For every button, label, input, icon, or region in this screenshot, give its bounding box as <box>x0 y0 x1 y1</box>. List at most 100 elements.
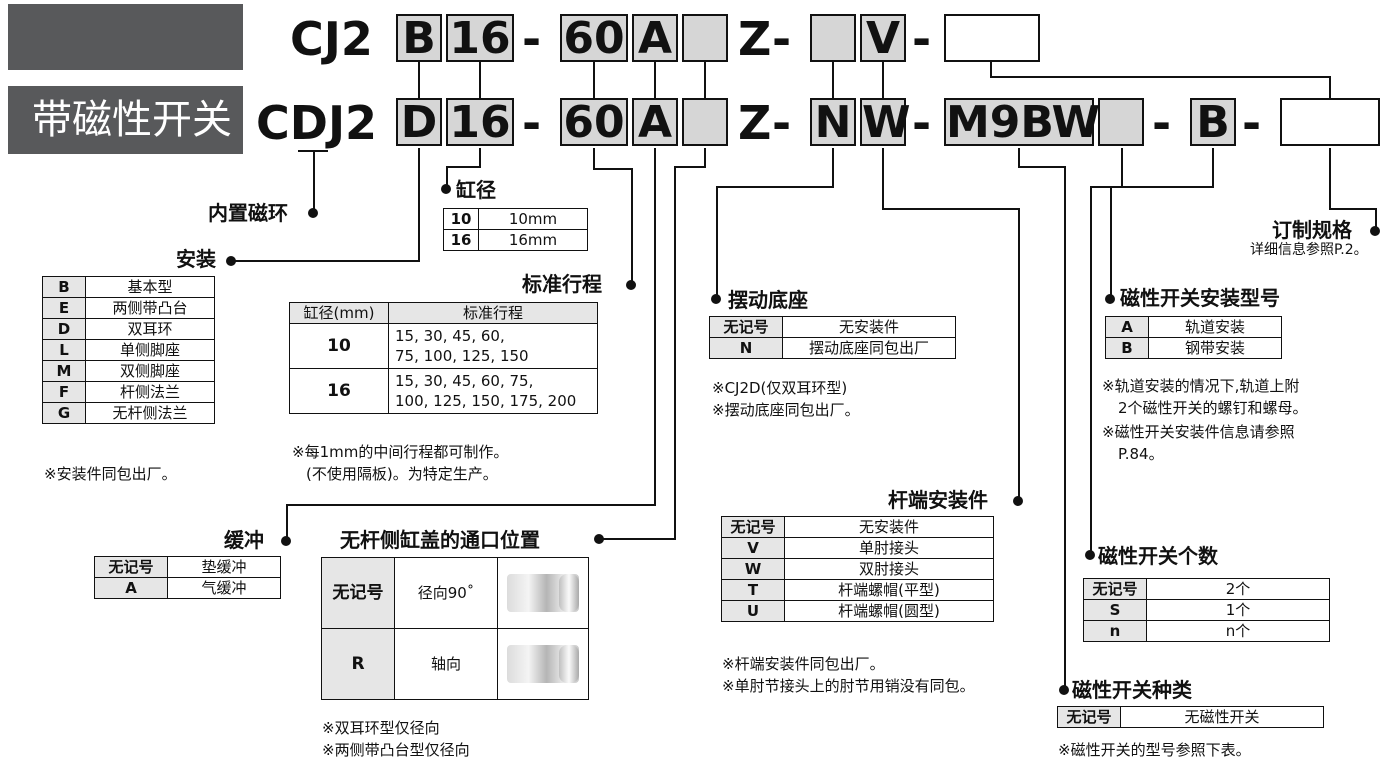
bore-title: 缸径 <box>456 178 496 202</box>
mounting-value: 单侧脚座 <box>85 339 215 361</box>
port-radial-image <box>497 557 589 629</box>
stroke-header: 标准行程 <box>388 302 598 324</box>
rod-end-note-2: ※单肘节接头上的肘节用销没有同包。 <box>722 677 975 695</box>
code-bottom-dash1: - <box>522 96 542 150</box>
rod-end-key: W <box>721 558 785 580</box>
mounting-key: F <box>42 381 86 403</box>
code-row-bottom: CDJ2 D 16 - 60 A Z - N W - M9BW - B - <box>0 98 1391 148</box>
code-bottom-cushion: A <box>632 98 678 146</box>
mounting-key: L <box>42 339 86 361</box>
mounting-value: 双耳环 <box>85 318 215 340</box>
code-bottom-dash5: - <box>1242 96 1262 150</box>
code-top-bore: 16 <box>446 14 514 62</box>
pivot-note-2: ※摆动底座同包出厂。 <box>712 401 860 419</box>
leader-dot <box>281 536 291 546</box>
switch-mount-value: 钢带安装 <box>1148 337 1282 359</box>
connector <box>990 76 1331 78</box>
leader-dot <box>1013 496 1023 506</box>
rod-end-value: 单肘接头 <box>784 537 994 559</box>
port-value: 轴向 <box>394 628 498 700</box>
connector <box>832 148 834 188</box>
connector <box>1329 148 1331 210</box>
mounting-key: G <box>42 402 86 424</box>
leader-dot <box>711 294 721 304</box>
code-bottom-dash2: - <box>772 96 792 150</box>
connector <box>446 166 448 188</box>
stroke-values: 15, 30, 45, 60, <box>395 327 505 345</box>
code-bottom-rod-end: W <box>860 97 911 148</box>
code-bottom-mount: D <box>396 98 442 146</box>
stroke-values: 15, 30, 45, 60, 75, <box>395 372 534 390</box>
stroke-bore: 16 <box>289 368 389 414</box>
code-bottom-switch-qty <box>1098 98 1144 146</box>
switch-qty-value: 1个 <box>1146 599 1330 621</box>
connector <box>1018 208 1020 500</box>
rod-end-value: 杆端螺帽(圆型) <box>784 600 994 622</box>
connector <box>446 166 481 168</box>
connector <box>1064 166 1066 690</box>
switch-mount-title: 磁性开关安装型号 <box>1120 286 1280 310</box>
connector <box>1329 76 1331 98</box>
code-top-rod-end: V <box>860 14 906 62</box>
connector <box>1121 148 1123 188</box>
rod-end-title: 杆端安装件 <box>888 488 988 512</box>
switch-type-title: 磁性开关种类 <box>1072 678 1192 702</box>
bore-key: 16 <box>443 229 479 251</box>
code-top-cushion: A <box>632 14 678 62</box>
code-top-dash2: - <box>772 12 792 66</box>
code-top-made-to-order <box>944 14 1040 62</box>
leader-dot <box>1059 685 1069 695</box>
leader-dot <box>308 208 318 218</box>
code-bottom-switch-type: M9BW <box>944 97 1101 148</box>
connector <box>716 186 834 188</box>
code-top-port <box>682 14 728 62</box>
stroke-note-1: ※每1mm的中间行程都可制作。 <box>292 443 509 461</box>
connector <box>631 168 633 284</box>
connector <box>1329 208 1377 210</box>
switch-type-value: 无磁性开关 <box>1120 706 1324 728</box>
code-top-dash1: - <box>522 12 542 66</box>
stroke-values: 100, 125, 150, 175, 200 <box>395 392 577 410</box>
mounting-value: 杆侧法兰 <box>85 381 215 403</box>
code-top-stroke: 60 <box>560 14 628 62</box>
made-to-order-title: 订制规格 <box>1272 218 1352 242</box>
rod-end-key: 无记号 <box>721 516 785 538</box>
connector <box>286 504 656 506</box>
bore-value: 10mm <box>478 208 588 230</box>
switch-qty-key: n <box>1083 620 1147 642</box>
switch-type-table: 无记号无磁性开关 <box>1057 706 1324 728</box>
connector <box>654 148 656 506</box>
pivot-note-1: ※CJ2D(仅双耳环型) <box>712 379 848 397</box>
code-bottom-switch-mount: B <box>1190 98 1236 146</box>
rod-end-key: U <box>721 600 785 622</box>
header-blank-block <box>8 4 243 70</box>
code-top-pivot <box>810 14 856 62</box>
switch-mount-note-4: P.84。 <box>1118 445 1164 463</box>
connector <box>479 62 481 98</box>
connector <box>593 62 595 98</box>
leader-dot <box>1085 550 1095 560</box>
cushion-title: 缓冲 <box>224 528 264 552</box>
connector <box>1018 166 1066 168</box>
code-bottom-bore: 16 <box>446 98 514 146</box>
connector <box>704 148 706 168</box>
pivot-key: 无记号 <box>709 316 783 338</box>
code-bottom-stroke: 60 <box>560 98 628 146</box>
code-top-z: Z <box>738 12 772 66</box>
cushion-key: A <box>94 577 168 599</box>
connector <box>1110 186 1214 188</box>
rod-end-value: 双肘接头 <box>784 558 994 580</box>
connector <box>654 62 656 98</box>
switch-mount-key: B <box>1105 337 1149 359</box>
mounting-note: ※安装件同包出厂。 <box>44 465 177 483</box>
port-axial-image <box>497 628 589 700</box>
rod-end-note-1: ※杆端安装件同包出厂。 <box>722 655 885 673</box>
connector <box>674 166 706 168</box>
magnetic-tag: 带磁性开关 <box>8 86 243 154</box>
bore-key: 10 <box>443 208 479 230</box>
code-bottom-dash4: - <box>1152 96 1172 150</box>
